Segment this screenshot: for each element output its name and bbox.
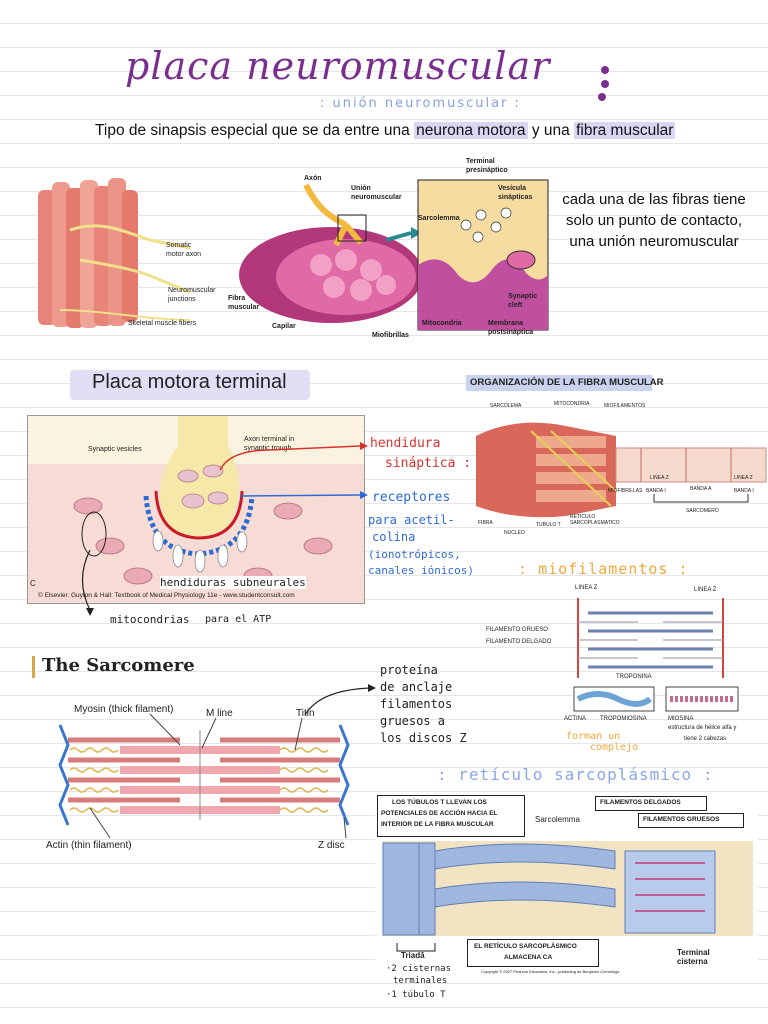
annotation-arrows [219,442,368,499]
organizacion-title: ORGANIZACIÓN DE LA FIBRA MUSCULAR [470,377,664,388]
reticulo-figure: LOS TÚBULOS T LLEVAN LOS POTENCIALES DE … [375,793,758,975]
forman-1: forman un [566,731,621,742]
annot-iono-2: canales iónicos) [368,564,474,577]
forman-2: complejo [590,742,639,753]
mito-arrow [81,550,94,616]
annot-para-1: para acetil- [368,513,455,527]
triada-note-3: ·1 túbulo T [386,990,446,1000]
annot-hendidura-2: sináptica : [385,456,472,471]
hendiduras-label: hendiduras subneurales [160,576,306,589]
annot-hendidura-1: hendidura [370,436,441,451]
triada-note-2: terminales [393,976,448,986]
myofilament-illustration [573,598,739,712]
fiber-organization-illustration [476,422,767,518]
intro-text: Tipo de sinapsis especial que se da entr… [95,122,676,139]
miofilamentos-heading: : miofilamentos : [518,560,689,578]
muscle-fiber-figure: Somatic motor axon Neuromuscular junctio… [30,170,226,335]
annot-iono-1: (ionotrópicos, [368,548,461,561]
placa-title: Placa motora terminal [92,371,287,393]
page-subtitle: : unión neuromuscular : [320,96,521,111]
organizacion-figure: SARCOLEMA MITOCONDRIA MIOFILAMENTOS LINE… [476,396,768,536]
sarcomere-title: The Sarcomere [42,655,195,676]
annot-mito: mitocondrias [110,613,190,626]
sarcomere-illustration [58,713,350,839]
annot-receptores: receptores [372,490,451,505]
sarcomere-figure: Myosin (thick filament) M line Titin Act… [30,700,370,860]
triada-note-1: ·2 cisternas [386,964,452,974]
annot-para-2: colina [372,530,416,544]
note-unique-contact: cada una de las fibras tiene solo un pun… [562,191,746,250]
gruesos-box: FILAMENTOS GRUESOS [638,813,744,828]
nmj-crosssection-figure: Axón Unión neuromuscular Fibra muscular … [226,158,556,345]
highlight-fibra: fibra muscular [574,122,676,139]
sarcoplasmic-reticulum-illustration [382,841,753,952]
page-title: placa neuromuscular [125,44,551,88]
almacena-box: EL RETÍCULO SARCOPLÁSMICO ALMACENA CA [467,939,599,967]
highlight-neurona: neurona motora [414,122,528,139]
reticulo-heading: : retículo sarcoplásmico : [437,765,714,784]
titin-arrow [304,684,376,716]
annot-atp: para el ATP [205,614,272,625]
placa-title-highlight [70,370,310,400]
organizacion-title-bg [466,375,652,391]
delgados-box: FILAMENTOS DELGADOS [595,796,707,811]
sarcomere-title-bar [32,656,35,678]
titin-note: proteína de anclaje filamentos gruesos a… [380,663,467,745]
miofilamentos-figure: LINEA Z LINEA Z FILAMENTO GRUESO FILAMEN… [478,583,768,748]
title-decoration-icon [598,66,609,101]
muscle-bundle-illustration [38,178,191,328]
tubulos-box: LOS TÚBULOS T LLEVAN LOS POTENCIALES DE … [377,795,525,837]
nmj-illustration [239,179,549,331]
motor-endplate-illustration [28,416,364,585]
